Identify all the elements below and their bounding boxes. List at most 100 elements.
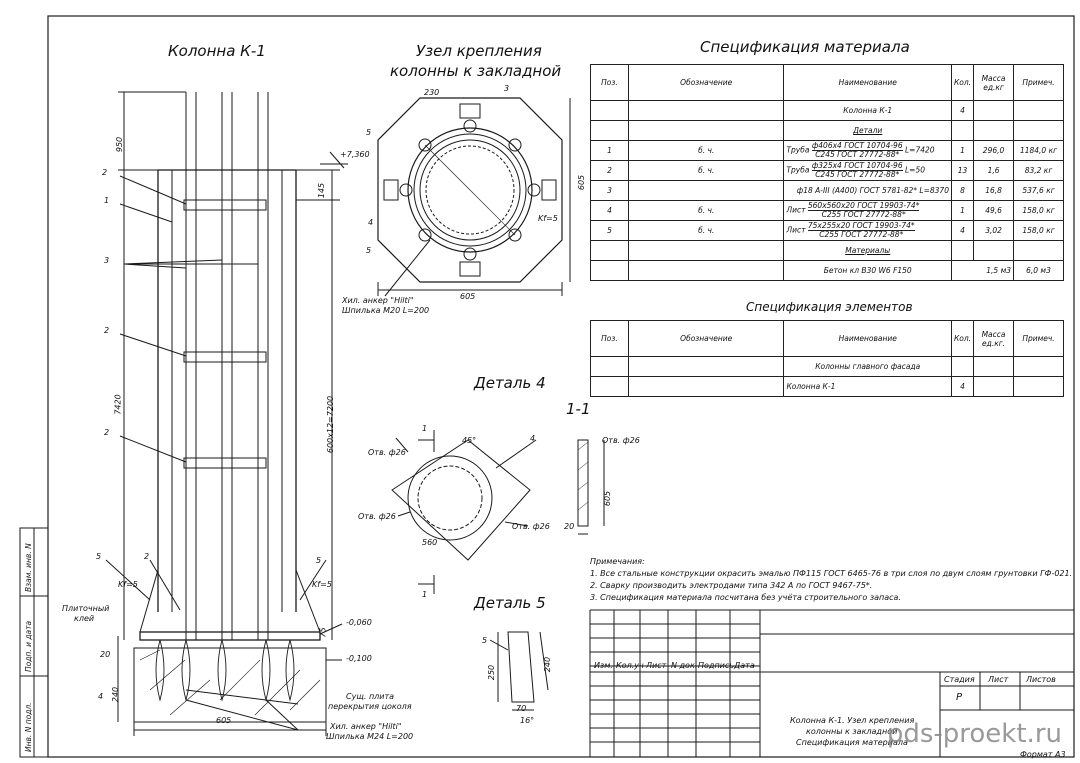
- row3-qty: 8: [950, 180, 975, 201]
- row4-mass: 49,6: [973, 200, 1015, 221]
- spec-elements-table: Поз. Обозначение Наименование Кол. Масса…: [590, 320, 1064, 397]
- pos3-a: 3: [104, 256, 110, 265]
- pos4-a: 4: [98, 692, 104, 701]
- dim-600x12: 600х12=7200: [326, 395, 336, 454]
- row5-qty: 4: [950, 220, 975, 241]
- row5-pos: 5: [590, 220, 629, 241]
- detail-5: [489, 631, 549, 711]
- hole-label-2: Отв. ф26: [358, 512, 396, 521]
- hole-label-3: Отв. ф26: [512, 522, 550, 531]
- cut-1-bottom: 1: [422, 590, 428, 599]
- kf5-left: Kf=5: [118, 580, 138, 589]
- concrete-qty: 1,5 м3: [950, 260, 1015, 281]
- el-th-note: Примеч.: [1013, 320, 1064, 357]
- elev-2: -0,100: [346, 654, 372, 663]
- plan-dim-605-bottom: 605: [460, 292, 476, 301]
- stamp-desc-2: колонны к закладной: [806, 727, 898, 736]
- stamp-desc-1: Колонна К-1. Узел крепления: [790, 716, 915, 725]
- row5-mass: 3,02: [973, 220, 1015, 241]
- kf5-right: Kf=5: [312, 580, 332, 589]
- slab-label-1: Сущ. плита: [346, 692, 395, 701]
- el-th-name: Наименование: [783, 320, 952, 357]
- row5-name: Лист 75х255х20 ГОСТ 19903-74*С255 ГОСТ 2…: [783, 220, 952, 241]
- column-title: Колонна К-1: [168, 42, 266, 60]
- th-qty: Кол.: [950, 64, 975, 101]
- row2-mass: 1,6: [973, 160, 1015, 181]
- anchor-top-label: Хил. анкер "Hilti": [342, 296, 414, 305]
- spec-elements-title: Спецификация элементов: [746, 300, 913, 314]
- plan-pos5-b: 5: [366, 246, 372, 255]
- el-th-mass: Масса ед.кг.: [973, 320, 1015, 357]
- row4-des: б. ч.: [627, 200, 785, 221]
- stamp-col-kol: Кол.уч: [616, 661, 644, 670]
- d5-pos5: 5: [482, 636, 488, 645]
- stamp-col-sign: Подпись: [698, 661, 734, 670]
- row4-qty: 1: [950, 200, 975, 221]
- pos2-b: 2: [104, 326, 110, 335]
- notes-block: Примечания: 1. Все стальные конструкции …: [590, 556, 1072, 604]
- row1-mass: 296,0: [973, 140, 1015, 161]
- stamp-col-date: Дата: [734, 661, 755, 670]
- note-2: 2. Сварку производить электродами типа 3…: [590, 581, 873, 590]
- plan-pos4: 4: [368, 218, 374, 227]
- pos5-b: 5: [316, 556, 322, 565]
- row4-pos: 4: [590, 200, 629, 221]
- row2-des: б. ч.: [627, 160, 785, 181]
- dim-20: 20: [100, 650, 111, 659]
- note-1: 1. Все стальные конструкции окрасить эма…: [590, 569, 1073, 578]
- d4-pos4: 4: [530, 434, 536, 443]
- glue-label: клей: [74, 614, 95, 623]
- el-row2-qty: 4: [950, 376, 975, 397]
- plan-dim-230-top: 230: [424, 88, 440, 97]
- notes-title: Примечания:: [590, 557, 645, 566]
- th-designation: Обозначение: [627, 64, 785, 101]
- dim-75: 75: [318, 627, 328, 638]
- concrete-name: Бетон кл В30 W6 F150: [783, 260, 952, 281]
- slab-label-2: перекрытия цоколя: [328, 702, 412, 711]
- plan-pos3: 3: [504, 84, 510, 93]
- stamp-col-list: Лист: [646, 661, 667, 670]
- anchor-bottom-label: Хил. анкер "Hilti": [330, 722, 402, 731]
- stamp-sheets-label: Листов: [1026, 675, 1056, 684]
- stamp-format: Формат А3: [1020, 750, 1066, 759]
- plan-kf5: Kf=5: [538, 214, 558, 223]
- dim-560: 560: [422, 538, 438, 547]
- spec-material-title: Спецификация материала: [700, 38, 910, 56]
- node-title-line1: Узел крепления: [416, 42, 542, 60]
- dim-605-section: 605: [603, 490, 613, 507]
- th-name: Наименование: [783, 64, 952, 101]
- title-block-grid: [589, 609, 1074, 757]
- section-title: 1-1: [566, 400, 591, 418]
- stamp-col-ndoc: N док.: [671, 661, 698, 670]
- side-label-b: Подп. и дата: [24, 620, 33, 672]
- plan-pos5: 5: [366, 128, 372, 137]
- el-row1: Колонны главного фасада: [783, 356, 952, 377]
- th-pos: Поз.: [590, 64, 629, 101]
- note-3: 3. Спецификация материала посчитана без …: [590, 593, 901, 602]
- pos1-a: 1: [104, 196, 110, 205]
- column-elevation: [105, 91, 348, 736]
- row1-qty: 1: [950, 140, 975, 161]
- detail5-title: Деталь 5: [474, 594, 546, 612]
- stamp-col-izm: Изм.: [594, 661, 613, 670]
- node-title-line2: колонны к закладной: [390, 62, 562, 80]
- el-th-qty: Кол.: [950, 320, 975, 357]
- tile-label: Плиточный: [62, 604, 110, 613]
- spec-material-table: Поз. Обозначение Наименование Кол. Масса…: [590, 64, 1064, 281]
- hole-label-4: Отв. ф26: [602, 436, 640, 445]
- stud-top-label: Шпилька М20 L=200: [342, 306, 430, 315]
- side-label-a: Взам. инв. N: [24, 543, 33, 592]
- row3-note: 537,6 кг: [1013, 180, 1064, 201]
- pos2-c: 2: [104, 428, 110, 437]
- stamp-desc-3: Спецификация материала: [796, 738, 908, 747]
- row4-name: Лист 560х560х20 ГОСТ 19903-74*С255 ГОСТ …: [783, 200, 952, 221]
- dim-7420: 7420: [113, 394, 123, 415]
- row5-note: 158,0 кг: [1013, 220, 1064, 241]
- stud-bottom-label: Шпилька М24 L=200: [326, 732, 414, 741]
- row2-note: 83,2 кг: [1013, 160, 1064, 181]
- el-th-pos: Поз.: [590, 320, 629, 357]
- row1-note: 1184,0 кг: [1013, 140, 1064, 161]
- el-row2-name: Колонна К-1: [783, 376, 952, 397]
